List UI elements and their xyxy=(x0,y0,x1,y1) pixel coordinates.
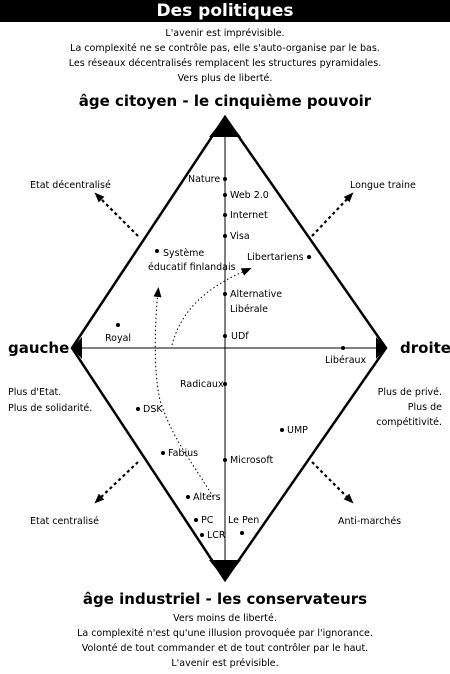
right-note-2: Plus de xyxy=(407,402,442,413)
bottom-heading: âge industriel - les conservateurs xyxy=(82,590,368,608)
label-etat-decentralise: Etat décentralisé xyxy=(30,180,111,191)
point-alters xyxy=(186,495,190,499)
arrow-anti-marches xyxy=(311,461,354,504)
bottom-corner-triangle xyxy=(209,560,241,580)
top-heading: âge citoyen - le cinquième pouvoir xyxy=(78,92,372,110)
point-ump xyxy=(280,428,284,432)
label-alters: Alters xyxy=(193,492,221,503)
label-systeme-1: Système xyxy=(163,248,204,259)
label-etat-centralise: Etat centralisé xyxy=(30,516,99,527)
point-internet xyxy=(223,213,227,217)
page-title: Des politiques xyxy=(0,0,450,22)
right-note-1: Plus de privé. xyxy=(377,387,442,398)
point-libertariens xyxy=(307,255,311,259)
trajectory-curve-left xyxy=(153,287,214,498)
label-udf: UDf xyxy=(231,331,249,342)
point-pc xyxy=(194,518,198,522)
label-nature: Nature xyxy=(188,174,220,185)
label-longue-traine: Longue traine xyxy=(350,180,416,191)
intro-line-4: Vers plus de liberté. xyxy=(177,73,273,84)
label-libertariens: Libertariens xyxy=(247,252,304,263)
right-note-3: compétitivité. xyxy=(376,417,442,428)
label-alternative-2: Libérale xyxy=(230,304,268,315)
label-alternative-1: Alternative xyxy=(230,289,282,300)
label-anti-marches: Anti-marchés xyxy=(338,516,401,527)
right-label: droite xyxy=(400,339,450,357)
arrow-etat-decentralise xyxy=(94,192,139,237)
point-dsk xyxy=(136,407,140,411)
point-udf xyxy=(223,334,227,338)
label-fabius: Fabius xyxy=(168,448,198,459)
label-visa: Visa xyxy=(230,231,250,242)
point-visa xyxy=(223,234,227,238)
intro-line-3: Les réseaux décentralisés remplacent les… xyxy=(68,58,382,69)
left-note-2: Plus de solidarité. xyxy=(8,403,93,414)
label-lcr: LCR xyxy=(207,530,226,541)
left-note-1: Plus d'Etat. xyxy=(8,387,62,398)
label-web: Web 2.0 xyxy=(230,190,269,201)
bottom-line-4: L'avenir est prévisible. xyxy=(171,658,279,669)
top-corner-triangle xyxy=(209,117,241,137)
point-alternative xyxy=(223,292,227,296)
bottom-line-1: Vers moins de liberté. xyxy=(173,613,277,624)
point-lepen xyxy=(240,531,244,535)
label-microsoft: Microsoft xyxy=(230,455,274,466)
point-radicaux xyxy=(223,382,227,386)
label-radicaux: Radicaux xyxy=(180,379,224,390)
label-royal: Royal xyxy=(105,333,131,344)
point-systeme xyxy=(155,249,159,253)
arrow-longue-traine xyxy=(311,192,354,237)
bottom-line-3: Volonté de tout commander et de tout con… xyxy=(81,643,369,654)
intro-line-1: L'avenir est imprévisible. xyxy=(165,28,285,39)
point-royal xyxy=(116,323,120,327)
point-microsoft xyxy=(223,458,227,462)
label-lepen: Le Pen xyxy=(228,515,259,526)
arrow-etat-centralise xyxy=(94,461,139,504)
point-fabius xyxy=(161,451,165,455)
right-corner-triangle xyxy=(376,337,386,359)
label-pc: PC xyxy=(201,515,214,526)
label-ump: UMP xyxy=(287,425,308,436)
left-corner-triangle xyxy=(72,337,82,359)
point-liberaux xyxy=(341,346,345,350)
point-nature xyxy=(223,177,227,181)
left-label: gauche xyxy=(8,339,70,357)
bottom-line-2: La complexité n'est qu'une illusion prov… xyxy=(77,628,373,639)
label-internet: Internet xyxy=(230,210,268,221)
label-liberaux: Libéraux xyxy=(325,355,367,366)
label-dsk: DSK xyxy=(143,404,163,415)
point-lcr xyxy=(200,533,204,537)
label-systeme-2: éducatif finlandais xyxy=(148,262,236,273)
intro-line-2: La complexité ne se contrôle pas, elle s… xyxy=(70,43,380,54)
point-web xyxy=(223,193,227,197)
